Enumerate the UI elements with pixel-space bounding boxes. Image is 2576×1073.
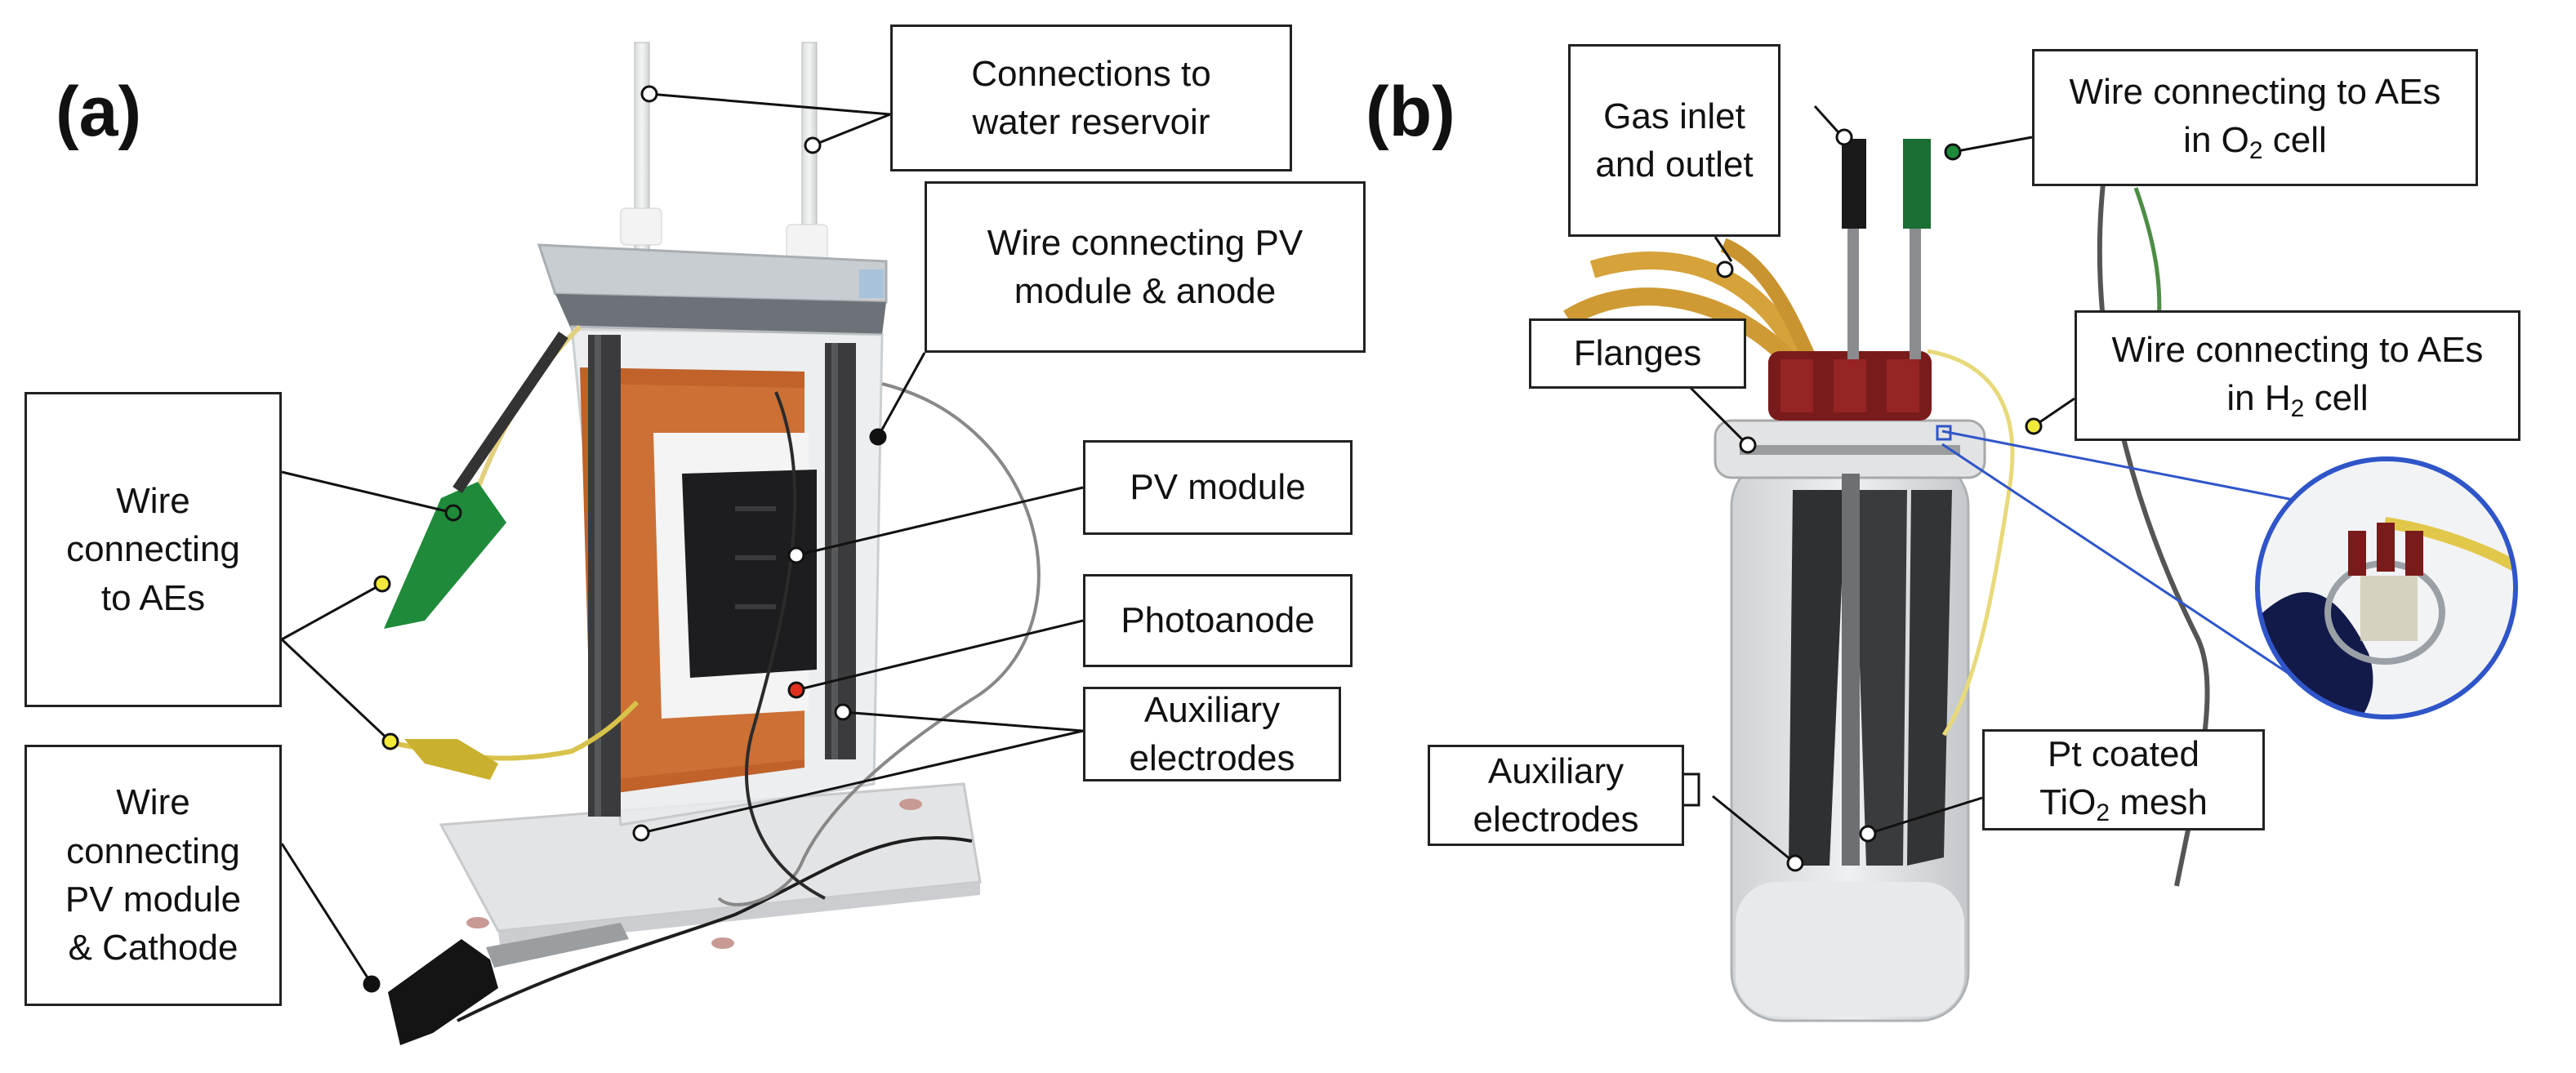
pt-tio2-mesh [1907, 490, 1952, 866]
label-auxiliary-electrodes-b: Auxiliary electrodes [1428, 745, 1684, 846]
aux-bracket [1684, 772, 1700, 807]
reactor-a [384, 42, 1041, 1045]
panel-letter-b: (b) [1366, 73, 1455, 151]
black-clip [388, 939, 498, 1045]
aux-electrode-right [825, 343, 856, 759]
label-photoanode: Photoanode [1083, 574, 1353, 667]
label-h2-line2: in H2 cell [2226, 377, 2369, 422]
label-flanges: Flanges [1529, 318, 1746, 389]
label-mesh-line2: TiO2 mesh [2039, 781, 2208, 826]
label-wire-to-aes: Wire connecting to AEs [25, 392, 282, 707]
label-wire-aes-o2: Wire connecting to AEs in O2 cell [2032, 49, 2478, 186]
label-o2-line1: Wire connecting to AEs [2069, 71, 2441, 112]
label-auxiliary-electrodes-a: Auxiliary electrodes [1083, 687, 1341, 781]
label-wire-aes-h2: Wire connecting to AEs in H2 cell [2075, 310, 2520, 441]
label-pt-tio2-mesh: Pt coated TiO2 mesh [1982, 729, 2265, 830]
leader-lines-b [1689, 105, 2075, 865]
label-h2-line1: Wire connecting to AEs [2111, 329, 2484, 370]
label-mesh-line1: Pt coated [2048, 733, 2199, 774]
markers-b [1716, 128, 2043, 872]
aux-electrodes-b [1789, 490, 1846, 866]
zoom-inset [1936, 425, 2518, 719]
reactor-b [1563, 139, 2210, 1022]
aux-electrode-left [588, 335, 621, 817]
panel-letter-a: (a) [56, 73, 142, 151]
label-pv-anode-wire: Wire connecting PV module & anode [925, 181, 1366, 353]
green-clip [384, 482, 506, 629]
yellow-clip [404, 739, 498, 780]
photoanode-marker [787, 681, 805, 699]
label-o2-line2: in O2 cell [2183, 119, 2327, 164]
label-pv-cathode-wire: Wire connecting PV module & Cathode [25, 745, 282, 1006]
leader-lines-a [280, 92, 1084, 985]
label-water-reservoir: Connections to water reservoir [890, 24, 1292, 171]
pv-module [682, 470, 817, 678]
label-pv-module: PV module [1083, 440, 1353, 535]
label-gas-inlet-outlet: Gas inlet and outlet [1568, 44, 1780, 237]
markers-a [363, 85, 887, 993]
top-manifold [537, 243, 888, 304]
